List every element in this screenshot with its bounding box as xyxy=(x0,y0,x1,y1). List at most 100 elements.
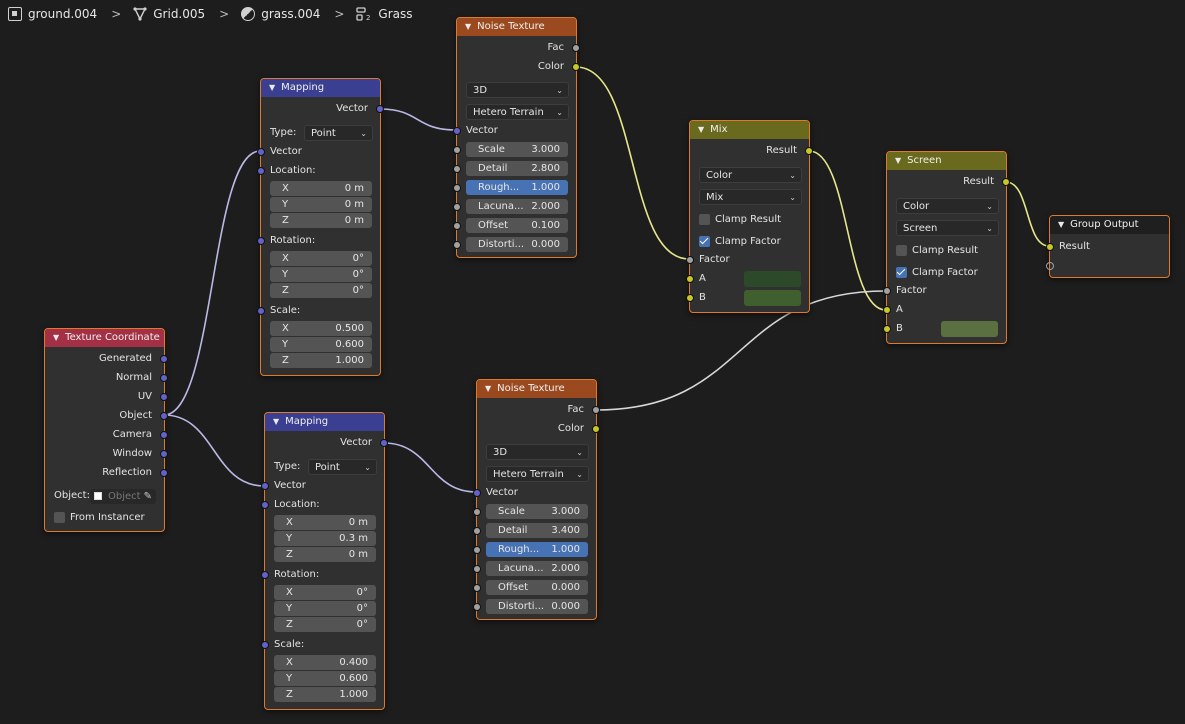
clamp-result-checkbox[interactable]: Clamp Result xyxy=(699,212,781,226)
socket-icon[interactable] xyxy=(572,44,580,52)
node-header[interactable]: ▼ Noise Texture xyxy=(477,380,596,398)
socket-icon[interactable] xyxy=(883,306,891,314)
noise-type-dropdown[interactable]: Hetero Terrain⌄ xyxy=(466,104,569,120)
roughness-field[interactable]: Rough...1.000 xyxy=(486,542,588,557)
socket-icon[interactable] xyxy=(473,546,481,554)
eyedropper-icon[interactable]: ✎ xyxy=(143,491,152,502)
socket-icon[interactable] xyxy=(261,501,269,509)
mapping-node-1[interactable]: ▼ Mapping Vector Type: Point⌄ Vector Loc… xyxy=(257,78,384,376)
breadcrumb-object[interactable]: ground.004 xyxy=(8,7,97,21)
noise-type-dropdown[interactable]: Hetero Terrain⌄ xyxy=(486,466,589,482)
socket-icon[interactable] xyxy=(686,256,694,264)
node-header[interactable]: ▼ Mapping xyxy=(265,413,384,431)
socket-icon[interactable] xyxy=(160,450,168,458)
socket-icon[interactable] xyxy=(453,203,461,211)
blend-mode-dropdown[interactable]: Screen⌄ xyxy=(896,220,999,236)
dimensions-dropdown[interactable]: 3D⌄ xyxy=(486,444,589,460)
socket-icon[interactable] xyxy=(805,147,813,155)
socket-icon[interactable] xyxy=(453,165,461,173)
checkbox-checked-icon[interactable] xyxy=(699,235,710,247)
socket-icon[interactable] xyxy=(883,287,891,295)
checkbox-icon[interactable] xyxy=(54,511,65,523)
node-header[interactable]: ▼ Screen xyxy=(887,152,1006,170)
socket-icon[interactable] xyxy=(473,508,481,516)
socket-icon[interactable] xyxy=(453,184,461,192)
socket-icon[interactable] xyxy=(160,374,168,382)
breadcrumb-material[interactable]: grass.004 xyxy=(241,7,320,21)
socket-icon[interactable] xyxy=(453,146,461,154)
type-dropdown[interactable]: Point⌄ xyxy=(304,125,373,141)
color-a-swatch[interactable] xyxy=(744,271,801,287)
socket-icon[interactable] xyxy=(473,603,481,611)
lacunarity-field[interactable]: Lacuna...2.000 xyxy=(486,561,588,576)
socket-icon[interactable] xyxy=(261,482,269,490)
distortion-field[interactable]: Distorti...0.000 xyxy=(466,237,568,252)
object-field[interactable]: Object ✎ xyxy=(90,489,156,504)
socket-icon[interactable] xyxy=(592,425,600,433)
checkbox-icon[interactable] xyxy=(896,244,907,256)
node-header[interactable]: ▼ Texture Coordinate xyxy=(45,329,164,347)
screen-node[interactable]: ▼ Screen Result Color⌄ Screen⌄ Clamp Res… xyxy=(883,151,1010,344)
chevron-down-icon[interactable]: ▼ xyxy=(53,333,60,342)
socket-icon[interactable] xyxy=(883,325,891,333)
chevron-down-icon[interactable]: ▼ xyxy=(485,384,492,393)
chevron-down-icon[interactable]: ▼ xyxy=(895,156,902,165)
checkbox-icon[interactable] xyxy=(699,213,710,225)
socket-icon[interactable] xyxy=(261,571,269,579)
socket-icon[interactable] xyxy=(380,439,388,447)
group-output-node[interactable]: ▼ Group Output Result xyxy=(1046,215,1170,278)
type-dropdown[interactable]: Point⌄ xyxy=(308,459,377,475)
socket-icon[interactable] xyxy=(453,222,461,230)
socket-icon[interactable] xyxy=(160,431,168,439)
clamp-result-checkbox[interactable]: Clamp Result xyxy=(896,243,978,257)
chevron-down-icon[interactable]: ▼ xyxy=(269,83,276,92)
from-instancer-checkbox[interactable]: From Instancer xyxy=(54,510,145,524)
data-type-dropdown[interactable]: Color⌄ xyxy=(896,198,999,214)
node-header[interactable]: ▼ Mapping xyxy=(261,79,380,97)
data-type-dropdown[interactable]: Color⌄ xyxy=(699,167,802,183)
socket-icon[interactable] xyxy=(257,307,265,315)
clamp-factor-checkbox[interactable]: Clamp Factor xyxy=(896,265,978,279)
socket-icon[interactable] xyxy=(160,469,168,477)
socket-icon[interactable] xyxy=(473,584,481,592)
distortion-field[interactable]: Distorti...0.000 xyxy=(486,599,588,614)
socket-icon[interactable] xyxy=(572,63,580,71)
mix-node[interactable]: ▼ Mix Result Color⌄ Mix⌄ Clamp Result Cl… xyxy=(686,120,813,313)
color-b-swatch[interactable] xyxy=(941,321,998,337)
chevron-down-icon[interactable]: ▼ xyxy=(465,22,472,31)
socket-icon[interactable] xyxy=(257,148,265,156)
color-b-swatch[interactable] xyxy=(744,290,801,306)
socket-icon[interactable] xyxy=(453,241,461,249)
node-header[interactable]: ▼ Noise Texture xyxy=(457,18,576,36)
chevron-down-icon[interactable]: ▼ xyxy=(1058,220,1065,229)
empty-socket-icon[interactable] xyxy=(1046,262,1054,270)
breadcrumb-node-tree[interactable]: 2 Grass xyxy=(356,7,413,21)
socket-icon[interactable] xyxy=(160,393,168,401)
socket-icon[interactable] xyxy=(160,355,168,363)
socket-icon[interactable] xyxy=(473,565,481,573)
breadcrumb-mesh[interactable]: Grid.005 xyxy=(133,7,205,21)
roughness-field[interactable]: Rough...1.000 xyxy=(466,180,568,195)
mapping-node-2[interactable]: ▼ Mapping Vector Type: Point⌄ Vector Loc… xyxy=(261,412,388,710)
chevron-down-icon[interactable]: ▼ xyxy=(273,417,280,426)
clamp-factor-checkbox[interactable]: Clamp Factor xyxy=(699,234,781,248)
